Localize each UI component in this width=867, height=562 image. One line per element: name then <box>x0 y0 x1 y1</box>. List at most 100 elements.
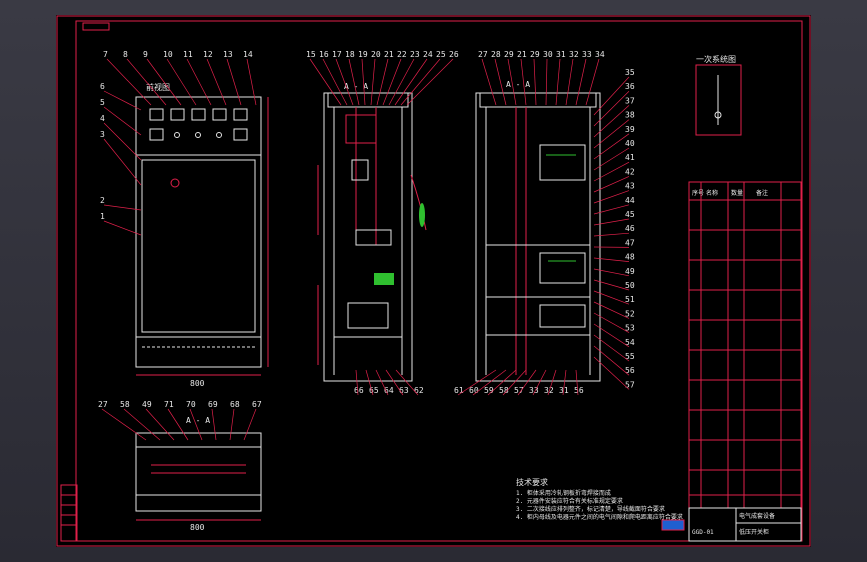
drawing-sheet: 前视图 A - A A - A A - A 一次系统图 800 800 技术要求… <box>56 15 811 547</box>
callout-side-bottom-0: 66 <box>354 386 364 395</box>
callout-rear-right-1: 36 <box>625 82 635 91</box>
callout-leader <box>502 369 527 396</box>
callout-front-left-3: 3 <box>100 130 105 139</box>
callout-rear-bottom-3: 58 <box>499 386 509 395</box>
callout-rear-top-6: 31 <box>556 50 566 59</box>
callout-rear-right-17: 52 <box>625 309 635 318</box>
callout-rear-bottom-7: 31 <box>559 386 569 395</box>
callout-leader <box>106 58 152 106</box>
callout-rear-right-9: 44 <box>625 196 635 205</box>
callout-leader <box>145 408 175 441</box>
callout-rear-right-16: 51 <box>625 295 635 304</box>
callout-leader <box>388 58 415 106</box>
callout-rear-right-6: 41 <box>625 153 635 162</box>
section-view <box>135 432 262 521</box>
callout-side-top-5: 20 <box>371 50 381 59</box>
callout-leader <box>593 190 630 204</box>
callout-plan-4: 70 <box>186 400 196 409</box>
callout-leader <box>126 58 167 106</box>
callout-rear-right-18: 53 <box>625 324 635 333</box>
title-drawing-no: GGD-01 <box>692 529 714 536</box>
callout-leader <box>593 218 630 226</box>
callout-leader <box>593 290 630 305</box>
callout-leader <box>243 408 257 441</box>
callout-rear-top-2: 29 <box>504 50 514 59</box>
callout-leader <box>206 58 227 106</box>
sheet-inner-border <box>75 20 803 542</box>
callout-leader <box>520 58 527 106</box>
callout-leader <box>593 345 630 376</box>
callout-leader <box>593 301 630 319</box>
callout-side-top-10: 25 <box>436 50 446 59</box>
callout-leader <box>189 408 203 441</box>
callout-leader <box>406 58 454 106</box>
callout-leader <box>593 323 630 348</box>
cad-drawing-canvas[interactable]: 前视图 A - A A - A A - A 一次系统图 800 800 技术要求… <box>56 15 811 547</box>
callout-leader <box>103 204 142 211</box>
front-view-title: 前视图 <box>146 82 170 92</box>
schematic-title: 一次系统图 <box>696 54 736 64</box>
callout-front-top-0: 7 <box>103 50 108 59</box>
callout-leader <box>246 58 257 106</box>
callout-leader <box>487 369 517 396</box>
dim-bottom: 800 <box>190 523 205 532</box>
callout-side-bottom-1: 65 <box>369 386 379 395</box>
rear-view <box>475 92 601 382</box>
callout-rear-bottom-4: 57 <box>514 386 524 395</box>
callout-leader <box>593 279 630 291</box>
callout-leader <box>593 356 630 390</box>
table-header-0: 序号 <box>692 189 704 197</box>
callout-leader <box>348 58 360 106</box>
callout-leader <box>394 58 428 106</box>
front-view <box>135 96 269 376</box>
callout-rear-bottom-1: 60 <box>469 386 479 395</box>
callout-rear-right-11: 46 <box>625 224 635 233</box>
callout-rear-top-3: 21 <box>517 50 527 59</box>
table-header-3: 备注 <box>756 189 768 197</box>
title-block <box>661 507 802 542</box>
callout-leader <box>211 408 217 441</box>
callout-rear-right-3: 38 <box>625 111 635 120</box>
callout-plan-6: 68 <box>230 400 240 409</box>
callout-side-top-0: 15 <box>306 50 316 59</box>
notes-line-4: 4. 柜内母线及电器元件之间的电气间隙和爬电距离应符合要求 <box>516 513 683 521</box>
callout-plan-7: 67 <box>252 400 262 409</box>
callout-leader <box>103 90 142 111</box>
callout-leader <box>365 369 374 396</box>
callout-leader <box>593 133 630 160</box>
callout-leader <box>355 369 359 396</box>
notes-line-2: 2. 元器件安装应符合有关标准规定要求 <box>516 497 623 505</box>
rear-view-title: A - A <box>506 80 530 89</box>
callout-rear-right-19: 54 <box>625 338 635 347</box>
callout-rear-bottom-0: 61 <box>454 386 464 395</box>
callout-leader <box>226 58 242 106</box>
callout-leader <box>103 106 142 136</box>
callout-side-top-3: 18 <box>345 50 355 59</box>
sheet-outer-border <box>56 15 811 547</box>
callout-leader <box>565 58 574 106</box>
callout-leader <box>481 58 497 106</box>
callout-rear-right-5: 40 <box>625 139 635 148</box>
table-header-1: 名称 <box>706 189 718 197</box>
parts-table <box>688 181 802 509</box>
callout-leader <box>375 369 389 396</box>
callout-leader <box>361 58 366 106</box>
callout-front-left-0: 6 <box>100 82 105 91</box>
callout-leader <box>395 369 419 396</box>
callout-rear-right-13: 48 <box>625 253 635 262</box>
callout-front-top-3: 10 <box>163 50 173 59</box>
callout-rear-top-0: 27 <box>478 50 488 59</box>
callout-leader <box>593 105 630 138</box>
callout-front-top-4: 11 <box>183 50 193 59</box>
callout-leader <box>593 119 630 149</box>
callout-leader <box>229 408 235 441</box>
callout-leader <box>370 58 376 106</box>
callout-leader <box>322 58 348 106</box>
title-company: 电气成套设备 <box>739 512 775 520</box>
callout-side-bottom-4: 62 <box>414 386 424 395</box>
callout-leader <box>167 408 189 441</box>
callout-front-top-6: 13 <box>223 50 233 59</box>
callout-rear-top-7: 32 <box>569 50 579 59</box>
callout-plan-0: 27 <box>98 400 108 409</box>
